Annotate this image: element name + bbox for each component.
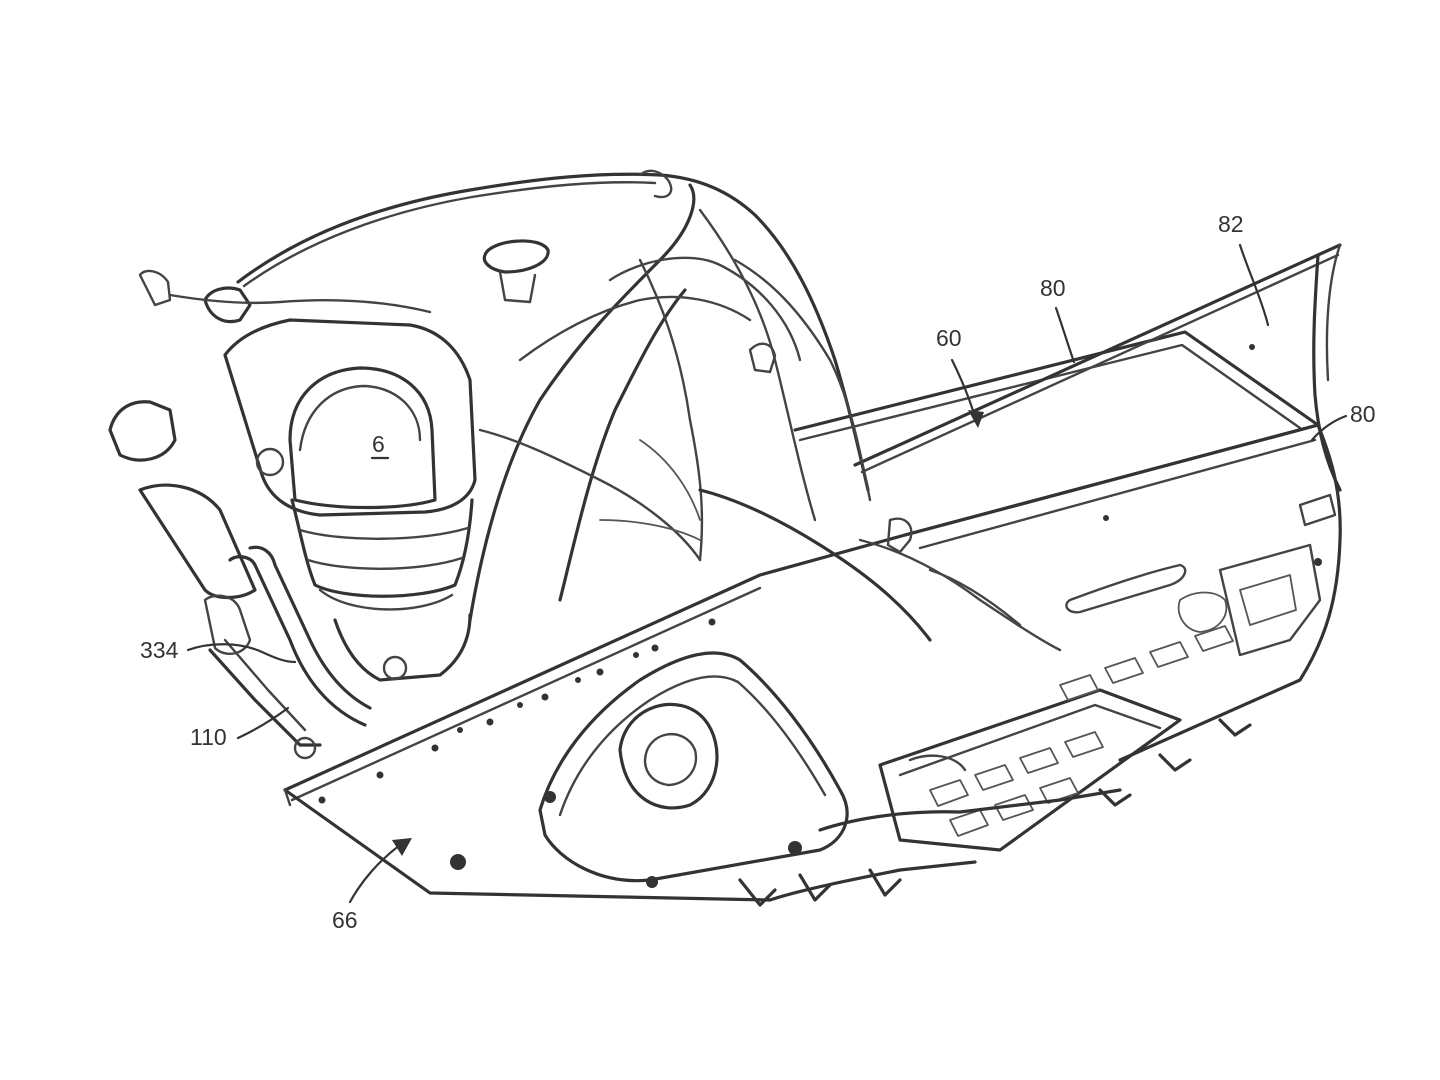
leader-110 [236, 706, 290, 740]
reference-labels: 82 80 80 60 6 334 110 66 [140, 211, 1376, 933]
arrow-60 [968, 410, 984, 428]
arrow-66 [392, 838, 412, 856]
engine [108, 239, 550, 682]
label-80-right: 80 [1350, 401, 1376, 427]
label-66: 66 [332, 907, 358, 933]
wiring-harness [468, 183, 1062, 652]
label-80-top: 80 [1040, 275, 1066, 301]
leader-334 [186, 643, 297, 664]
label-6: 6 [372, 431, 385, 457]
exhaust-pipe [203, 545, 372, 760]
body-shroud [236, 169, 870, 492]
label-60: 60 [936, 325, 962, 351]
track [738, 718, 1252, 907]
tunnel-side [903, 423, 1342, 762]
label-110: 110 [190, 724, 227, 750]
chassis-rail [283, 533, 907, 902]
chaincase-cover [538, 651, 849, 888]
label-334: 334 [140, 637, 179, 663]
leader-66 [348, 843, 402, 904]
leader-80-right [1310, 414, 1348, 442]
label-82: 82 [1218, 211, 1244, 237]
leader-80-top [1054, 306, 1076, 364]
leader-82 [1238, 243, 1270, 327]
running-board [768, 625, 1234, 902]
